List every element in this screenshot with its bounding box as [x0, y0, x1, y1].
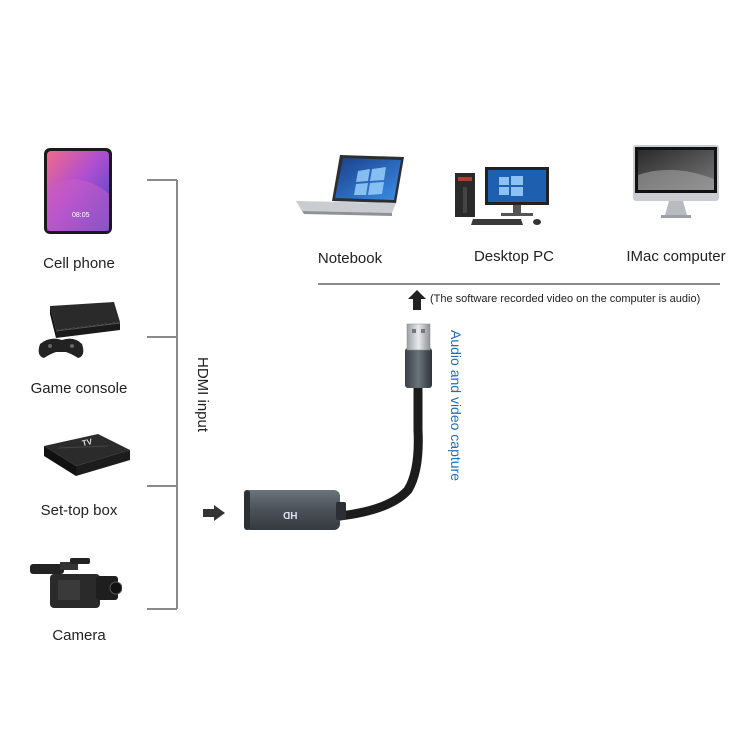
set-top-box-label: Set-top box [40, 502, 118, 519]
imac-label: IMac computer [626, 248, 726, 265]
source-game-console [36, 300, 120, 366]
notebook-label: Notebook [317, 250, 383, 267]
hdmi-input-label: HDMI input [194, 357, 211, 433]
source-cell-phone: 08:05 [44, 148, 112, 234]
desktop-pc-icon [455, 167, 549, 225]
camera-icon [30, 558, 122, 608]
game-console-icon [38, 302, 120, 358]
source-set-top-box: TV [38, 430, 130, 478]
cell-phone-label: Cell phone [43, 255, 115, 272]
capture-label: Audio and video capture [448, 330, 464, 481]
desktop-pc-label: Desktop PC [473, 248, 555, 265]
set-top-box-icon [44, 434, 130, 476]
input-arrow-icon [203, 505, 225, 521]
cell-phone-icon [44, 148, 112, 234]
computer-imac [633, 145, 719, 221]
game-console-label: Game console [30, 380, 128, 397]
phone-clock: 08:05 [72, 212, 90, 219]
computer-notebook [296, 155, 406, 217]
software-note: (The software recorded video on the comp… [430, 293, 701, 305]
computer-desktop-pc [455, 165, 555, 227]
capture-adapter [244, 323, 432, 530]
adapter-hd-text: HD [283, 509, 298, 520]
notebook-icon [296, 155, 404, 216]
imac-icon [633, 145, 719, 218]
source-camera [30, 556, 122, 614]
camera-label: Camera [52, 627, 106, 644]
output-arrow-icon [408, 290, 426, 310]
